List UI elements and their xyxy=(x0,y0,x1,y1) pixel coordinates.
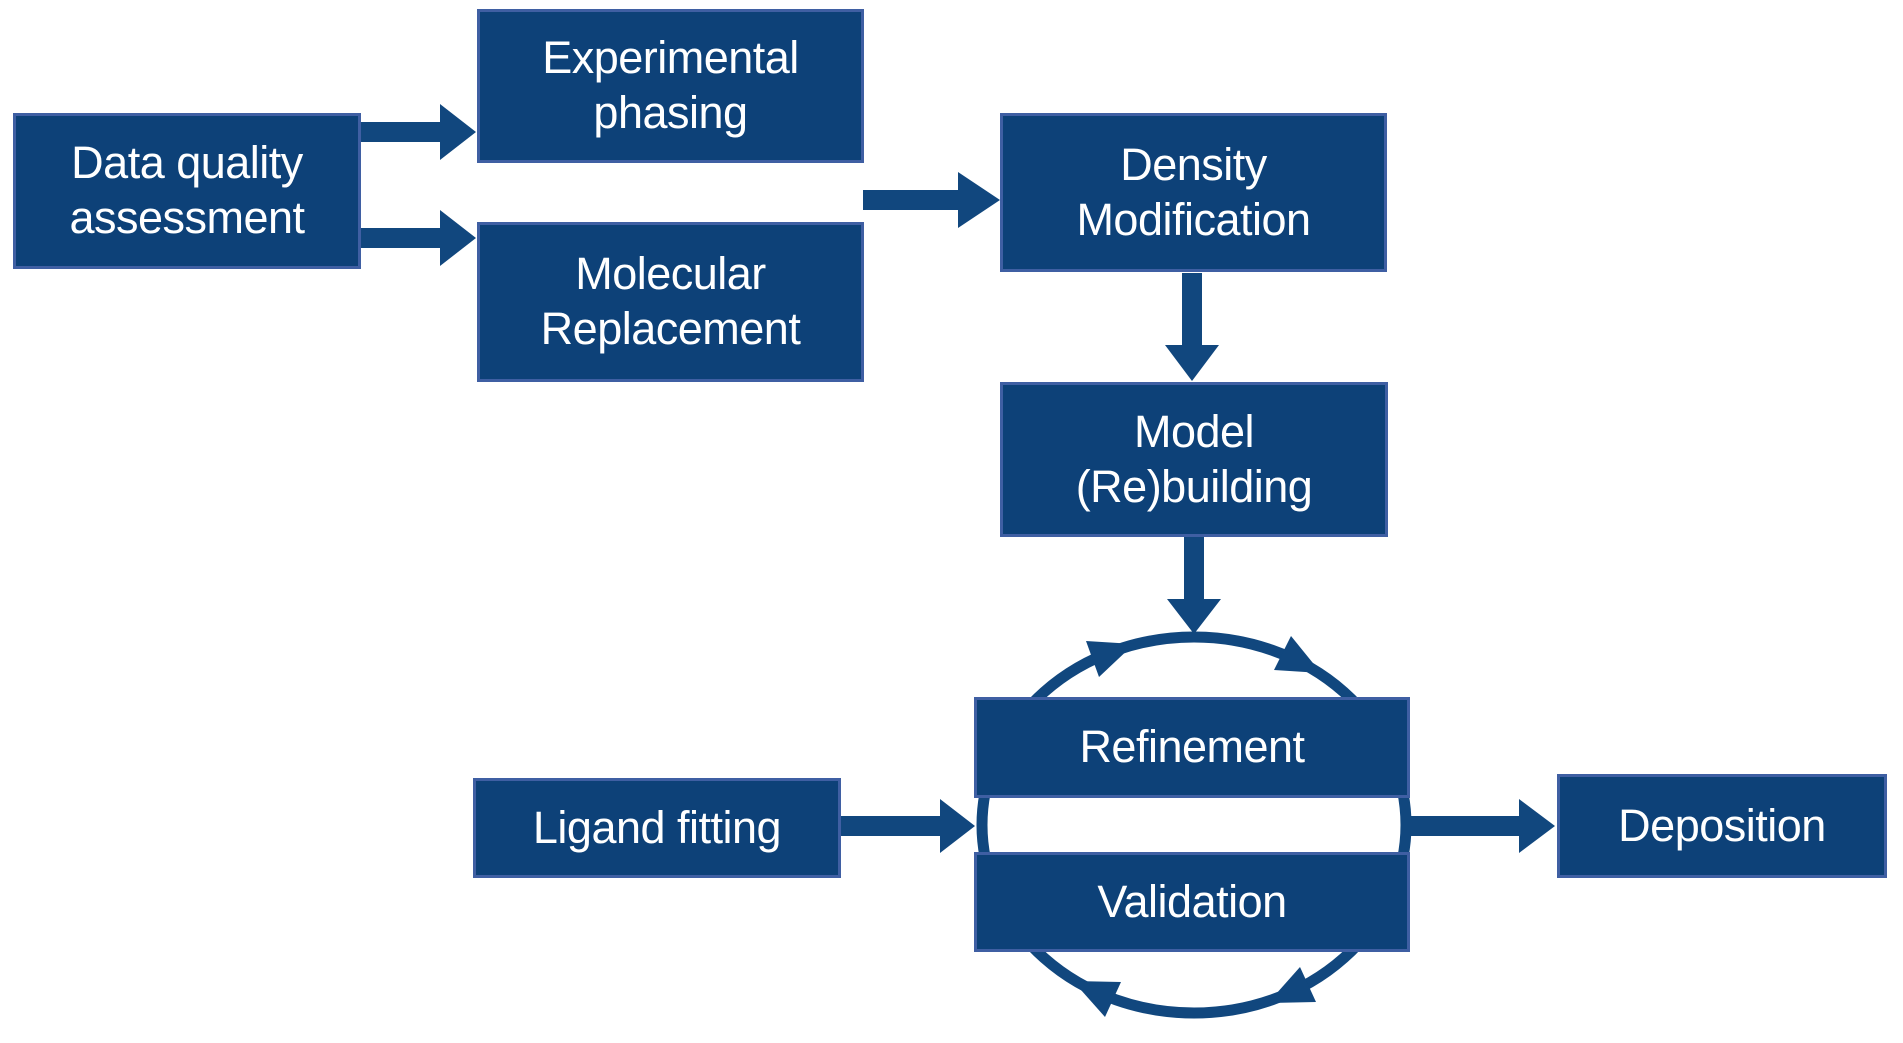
arrow-rebuilding-to-cycle xyxy=(1167,536,1221,634)
cycle-arrowhead-bottom-left xyxy=(1073,981,1121,1017)
cycle-ellipse xyxy=(976,631,1412,1019)
node-refinement: Refinement xyxy=(974,697,1410,798)
node-density-modification: Density Modification xyxy=(1000,113,1387,272)
cycle-arrowhead-top-left xyxy=(1086,641,1134,677)
node-data-quality-assessment: Data quality assessment xyxy=(13,113,361,269)
arrow-dataquality-to-experimental xyxy=(361,104,476,160)
arrow-phasing-to-densitymod xyxy=(863,172,1000,228)
cycle-arrowhead-bottom-right xyxy=(1268,967,1316,1003)
node-validation: Validation xyxy=(974,852,1410,952)
cycle-arrowhead-top-right xyxy=(1274,636,1321,673)
arrow-dataquality-to-molecular xyxy=(361,210,476,266)
node-molecular-replacement: Molecular Replacement xyxy=(477,222,864,382)
arrow-cycle-to-deposition xyxy=(1411,799,1555,853)
arrow-ligand-to-cycle xyxy=(841,799,975,853)
node-ligand-fitting: Ligand fitting xyxy=(473,778,841,878)
node-model-rebuilding: Model (Re)building xyxy=(1000,382,1388,537)
node-experimental-phasing: Experimental phasing xyxy=(477,9,864,163)
node-deposition: Deposition xyxy=(1557,774,1887,878)
arrow-densitymod-to-rebuilding xyxy=(1165,273,1219,381)
